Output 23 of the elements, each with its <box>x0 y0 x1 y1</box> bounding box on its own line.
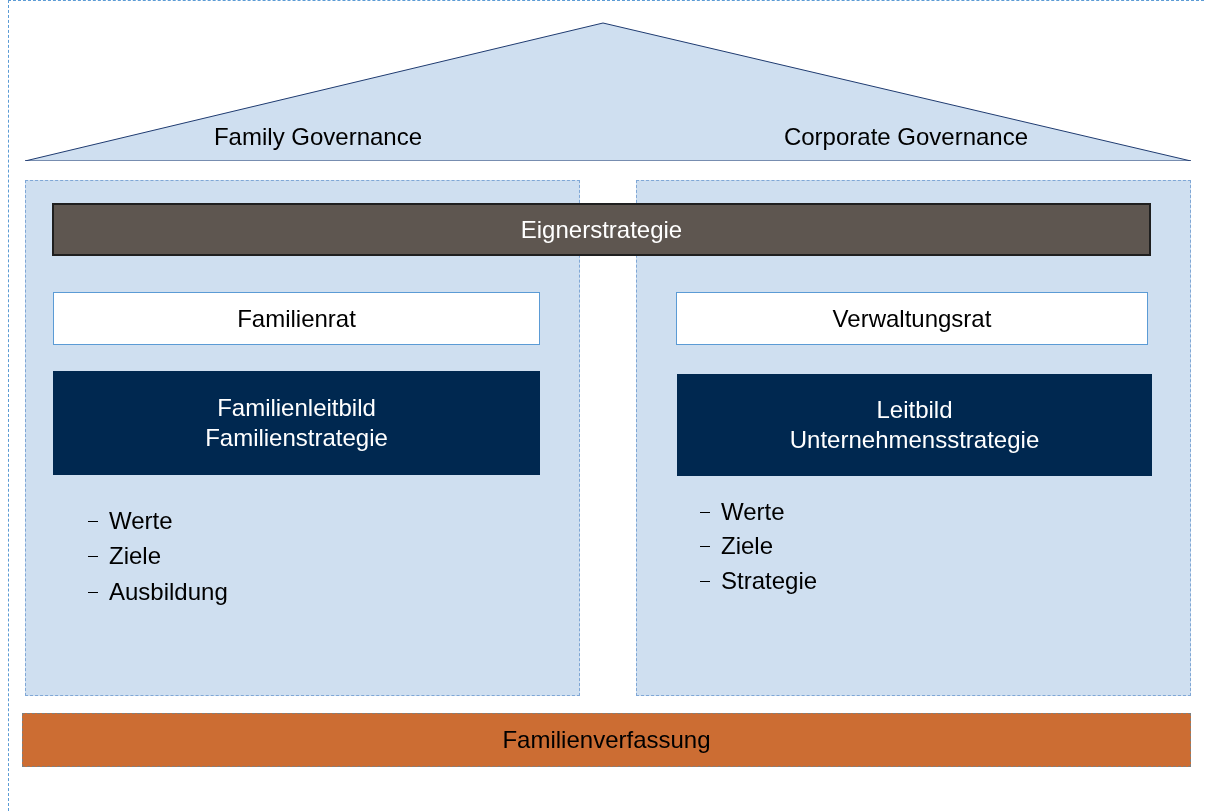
list-item: Ziele <box>721 532 774 560</box>
box-label: Eignerstrategie <box>520 214 683 245</box>
box-label: Familienstrategie <box>205 423 388 453</box>
council-box <box>53 292 540 345</box>
box-label: Familienrat <box>237 303 356 334</box>
mission-box <box>677 374 1152 476</box>
box-label: Unternehmensstrategie <box>789 425 1040 455</box>
roof-heading: Corporate Governance <box>783 123 1029 151</box>
roof <box>25 22 1191 161</box>
list-item: Ziele <box>109 542 162 570</box>
box-label: Verwaltungsrat <box>832 303 992 334</box>
mission-box <box>53 371 540 475</box>
box-label: Familienverfassung <box>502 725 711 755</box>
list-item: Ausbildung <box>109 578 228 606</box>
roof-heading: Family Governance <box>213 123 423 151</box>
strategy-band <box>52 203 1151 256</box>
council-box <box>676 292 1148 345</box>
list-item: Strategie <box>721 567 818 595</box>
list-item: Werte <box>109 507 173 535</box>
constitution-band <box>22 713 1191 767</box>
box-label: Leitbild <box>876 395 953 425</box>
list-item: Werte <box>721 498 785 526</box>
box-label: Familienleitbild <box>217 393 376 423</box>
